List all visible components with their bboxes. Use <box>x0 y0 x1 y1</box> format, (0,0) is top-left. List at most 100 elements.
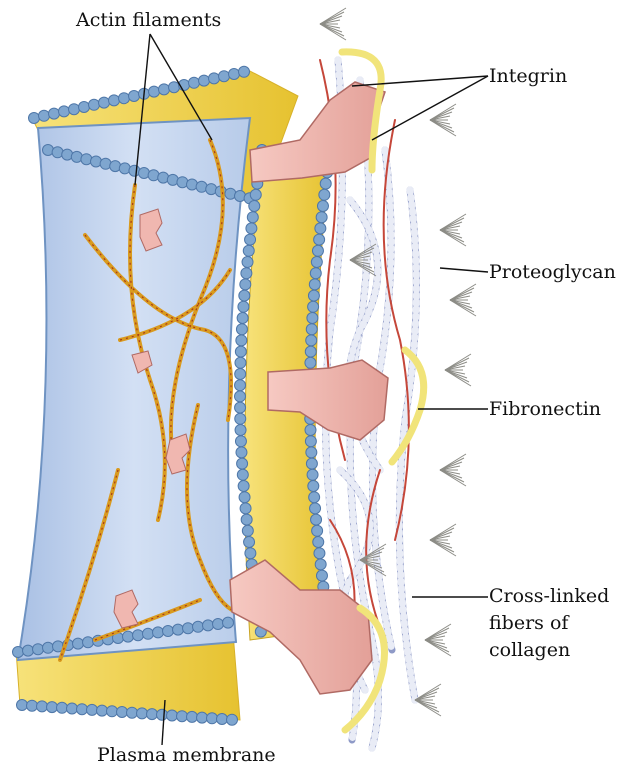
head-group-bead <box>43 642 54 653</box>
head-group-bead <box>187 711 198 722</box>
head-group-bead <box>33 644 44 655</box>
head-group-bead <box>235 413 246 424</box>
head-group-bead <box>173 624 184 635</box>
head-group-bead <box>310 268 321 279</box>
head-group-bead <box>13 647 24 658</box>
head-group-bead <box>235 346 246 357</box>
head-group-bead <box>239 66 250 77</box>
head-group-bead <box>109 95 120 106</box>
head-group-bead <box>247 212 258 223</box>
head-group-bead <box>316 212 327 223</box>
head-group-bead <box>239 492 250 503</box>
head-group-bead <box>229 69 240 80</box>
head-group-bead <box>309 279 320 290</box>
head-group-bead <box>240 503 251 514</box>
head-group-bead <box>307 469 318 480</box>
head-group-bead <box>163 626 174 637</box>
head-group-bead <box>83 637 94 648</box>
head-group-bead <box>73 638 84 649</box>
head-group-bead <box>235 391 246 402</box>
head-group-bead <box>183 623 194 634</box>
head-group-bead <box>250 189 261 200</box>
head-group-bead <box>312 525 323 536</box>
head-group-bead <box>238 301 249 312</box>
head-group-bead <box>133 630 144 641</box>
head-group-bead <box>89 99 100 110</box>
head-group-bead <box>17 700 28 711</box>
head-group-bead <box>237 469 248 480</box>
head-group-bead <box>197 712 208 723</box>
head-group-bead <box>246 223 257 234</box>
head-group-bead <box>59 106 70 117</box>
label-actin-filaments: Actin filaments <box>76 8 221 33</box>
head-group-bead <box>241 268 252 279</box>
head-group-bead <box>129 91 140 102</box>
head-group-bead <box>193 621 204 632</box>
head-group-bead <box>240 279 251 290</box>
head-group-bead <box>87 704 98 715</box>
head-group-bead <box>242 525 253 536</box>
head-group-bead <box>305 425 316 436</box>
head-group-bead <box>309 492 320 503</box>
head-group-bead <box>107 706 118 717</box>
head-group-bead <box>306 335 317 346</box>
head-group-bead <box>249 201 260 212</box>
head-group-bead <box>241 514 252 525</box>
head-group-bead <box>23 645 34 656</box>
head-group-bead <box>137 708 148 719</box>
head-group-bead <box>227 714 238 725</box>
head-group-bead <box>77 704 88 715</box>
head-group-bead <box>315 223 326 234</box>
head-group-bead <box>99 97 110 108</box>
head-group-bead <box>147 709 158 720</box>
head-group-bead <box>67 703 78 714</box>
label-collagen-line1: Cross-linked <box>489 583 609 610</box>
head-group-bead <box>242 257 253 268</box>
head-group-bead <box>308 301 319 312</box>
head-group-bead <box>199 75 210 86</box>
head-group-bead <box>177 711 188 722</box>
head-group-bead <box>305 346 316 357</box>
head-group-bead <box>209 73 220 84</box>
head-group-bead <box>159 84 170 95</box>
head-group-bead <box>157 709 168 720</box>
head-group-bead <box>313 537 324 548</box>
label-fibronectin: Fibronectin <box>489 397 601 422</box>
head-group-bead <box>305 357 316 368</box>
head-group-bead <box>223 617 234 628</box>
head-group-bead <box>207 713 218 724</box>
head-group-bead <box>79 102 90 113</box>
head-group-bead <box>237 313 248 324</box>
head-group-bead <box>217 714 228 725</box>
head-group-bead <box>169 82 180 93</box>
head-group-bead <box>69 104 80 115</box>
head-group-bead <box>213 619 224 630</box>
head-group-bead <box>306 324 317 335</box>
head-group-bead <box>149 86 160 97</box>
head-group-bead <box>219 71 230 82</box>
head-group-bead <box>49 108 60 119</box>
head-group-bead <box>311 514 322 525</box>
head-group-bead <box>305 436 316 447</box>
head-group-bead <box>312 245 323 256</box>
head-group-bead <box>317 201 328 212</box>
label-collagen-line2: fibers of <box>489 610 609 637</box>
head-group-bead <box>123 631 134 642</box>
head-group-bead <box>119 93 130 104</box>
label-collagen-line3: collagen <box>489 637 609 664</box>
head-group-bead <box>306 447 317 458</box>
head-group-bead <box>235 425 246 436</box>
head-group-bead <box>235 402 246 413</box>
head-group-bead <box>320 178 331 189</box>
head-group-bead <box>127 707 138 718</box>
head-group-bead <box>245 234 256 245</box>
head-group-bead <box>236 447 247 458</box>
head-group-bead <box>27 700 38 711</box>
head-group-bead <box>235 436 246 447</box>
label-plasma-membrane: Plasma membrane <box>97 743 276 768</box>
head-group-bead <box>319 189 330 200</box>
head-group-bead <box>153 627 164 638</box>
head-group-bead <box>306 458 317 469</box>
head-group-bead <box>310 503 321 514</box>
